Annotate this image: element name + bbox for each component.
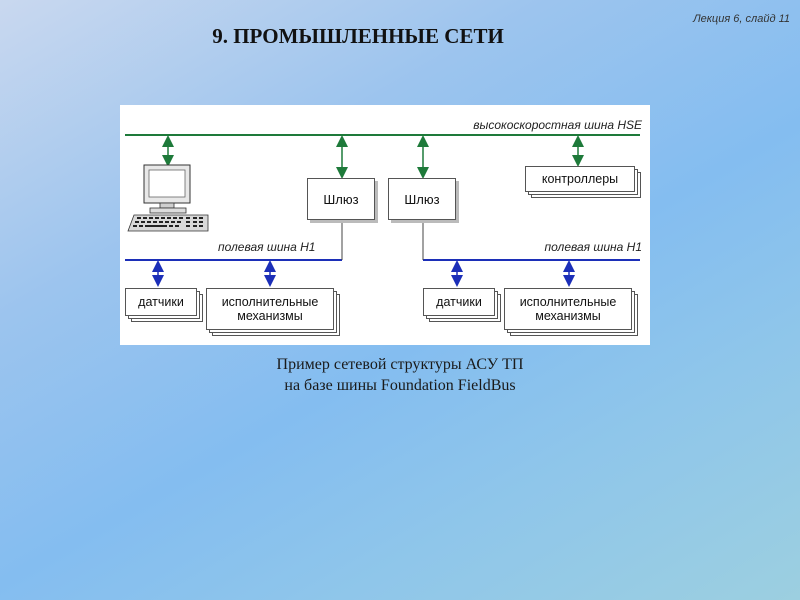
computer-workstation-icon: [127, 164, 209, 232]
sensors-left-label: датчики: [125, 288, 197, 316]
controllers-box: контроллеры: [525, 166, 645, 198]
hse-bus-label: высокоскоростная шина HSE: [473, 118, 642, 132]
gateway-left-box: Шлюз: [307, 178, 375, 220]
caption-line-2: на базе шины Foundation FieldBus: [284, 377, 516, 394]
controllers-label: контроллеры: [525, 166, 635, 192]
gateway-right-label: Шлюз: [404, 191, 440, 207]
actuators-right-label: исполнительные механизмы: [504, 288, 632, 330]
slide-reference: Лекция 6, слайд 11: [693, 13, 790, 25]
diagram-lines: [125, 134, 640, 287]
h1-bus-left-label: полевая шина H1: [218, 240, 316, 254]
actuators-left-box: исполнительные механизмы: [206, 288, 346, 338]
sensors-right-box: датчики: [423, 288, 503, 324]
actuators-right-box: исполнительные механизмы: [504, 288, 644, 338]
sensors-right-label: датчики: [423, 288, 495, 316]
actuators-left-label: исполнительные механизмы: [206, 288, 334, 330]
caption-line-1: Пример сетевой структуры АСУ ТП: [276, 356, 524, 373]
gateway-right-box: Шлюз: [388, 178, 456, 220]
diagram-caption: Пример сетевой структуры АСУ ТП на базе …: [0, 354, 800, 396]
gateway-left-label: Шлюз: [323, 191, 359, 207]
sensors-left-box: датчики: [125, 288, 205, 324]
network-diagram: высокоскоростная шина HSE полевая шина H…: [120, 105, 650, 345]
slide-title: 9. ПРОМЫШЛЕННЫЕ СЕТИ: [212, 24, 504, 48]
h1-bus-right-label: полевая шина H1: [544, 240, 642, 254]
